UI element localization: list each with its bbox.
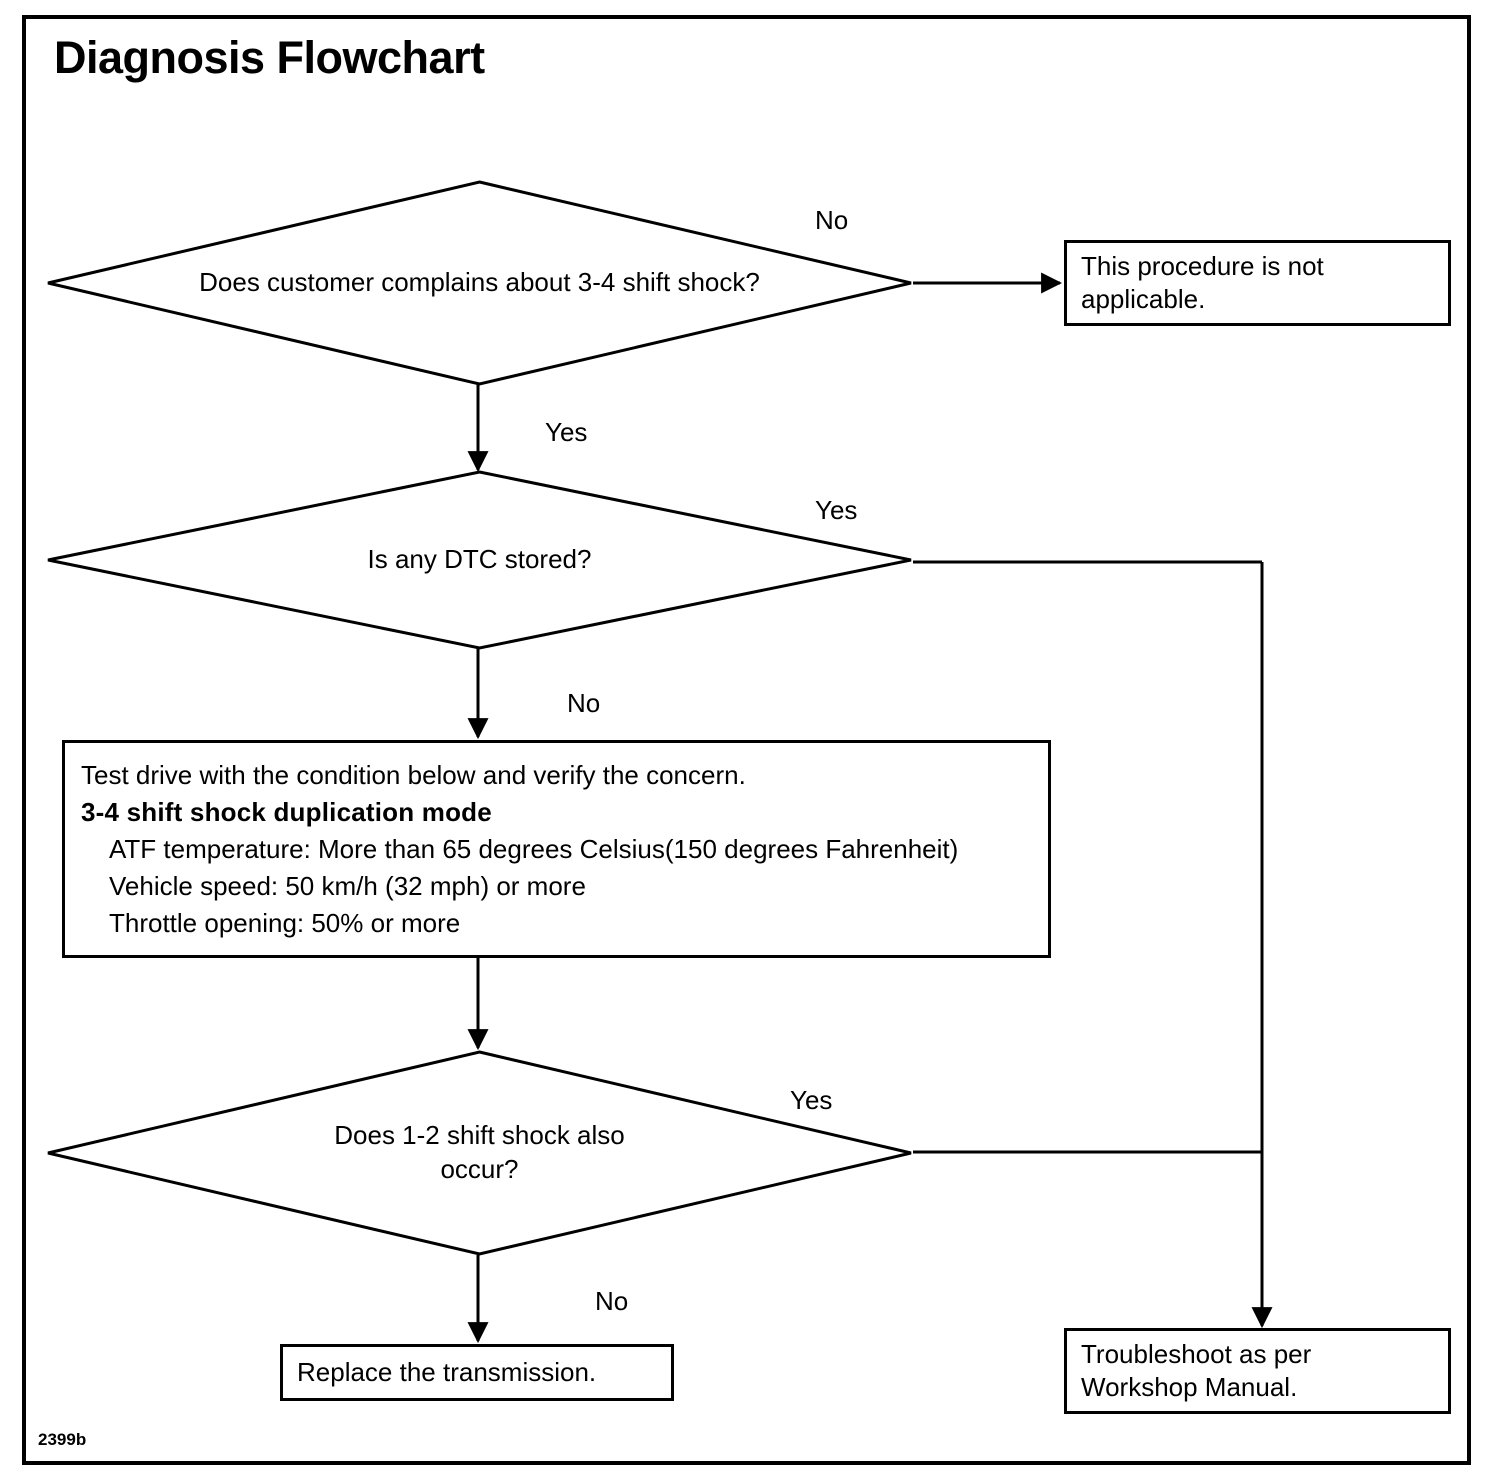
- box-not-applicable-line-2: applicable.: [1081, 284, 1206, 314]
- box-troubleshoot-workshop-manual[interactable]: Troubleshoot as per Workshop Manual.: [1064, 1328, 1451, 1414]
- box-replace-transmission[interactable]: Replace the transmission.: [280, 1344, 674, 1401]
- edge-label-d3-no: No: [595, 1286, 629, 1316]
- box-replace-transmission-text: Replace the transmission.: [297, 1356, 597, 1387]
- box-troubleshoot-text: Troubleshoot as per Workshop Manual.: [1067, 1338, 1325, 1405]
- edge-label-d1-yes: Yes: [545, 417, 588, 447]
- decision-one-two-shift-shock[interactable]: Does 1-2 shift shock also occur?: [46, 1050, 913, 1256]
- edge-label-d2-yes: Yes: [815, 495, 858, 525]
- decision-customer-complaint[interactable]: Does customer complains about 3-4 shift …: [46, 180, 913, 386]
- instruction-line-1: Test drive with the condition below and …: [81, 760, 746, 790]
- box-not-applicable[interactable]: This procedure is not applicable.: [1064, 240, 1451, 326]
- figure-id-caption: 2399b: [38, 1430, 87, 1449]
- instruction-line-3: ATF temperature: More than 65 degrees Ce…: [109, 833, 959, 864]
- box-troubleshoot-line-1: Troubleshoot as per: [1081, 1338, 1312, 1369]
- edge-label-d1-no: No: [815, 205, 849, 235]
- box-not-applicable-line-1: This procedure is not: [1081, 250, 1324, 281]
- instruction-line-4: Vehicle speed: 50 km/h (32 mph) or more: [109, 870, 586, 901]
- edge-label-d3-yes: Yes: [790, 1085, 833, 1115]
- box-not-applicable-text: This procedure is not applicable.: [1067, 250, 1338, 317]
- decision-dtc-stored[interactable]: Is any DTC stored?: [46, 470, 913, 650]
- instruction-line-5: Throttle opening: 50% or more: [109, 907, 461, 938]
- box-troubleshoot-line-2: Workshop Manual.: [1081, 1372, 1298, 1402]
- box-test-drive-instructions[interactable]: Test drive with the condition below and …: [62, 740, 1051, 958]
- edge-label-d2-no: No: [567, 688, 601, 718]
- instruction-line-2: 3-4 shift shock duplication mode: [81, 796, 492, 827]
- page-title: Diagnosis Flowchart: [54, 32, 485, 83]
